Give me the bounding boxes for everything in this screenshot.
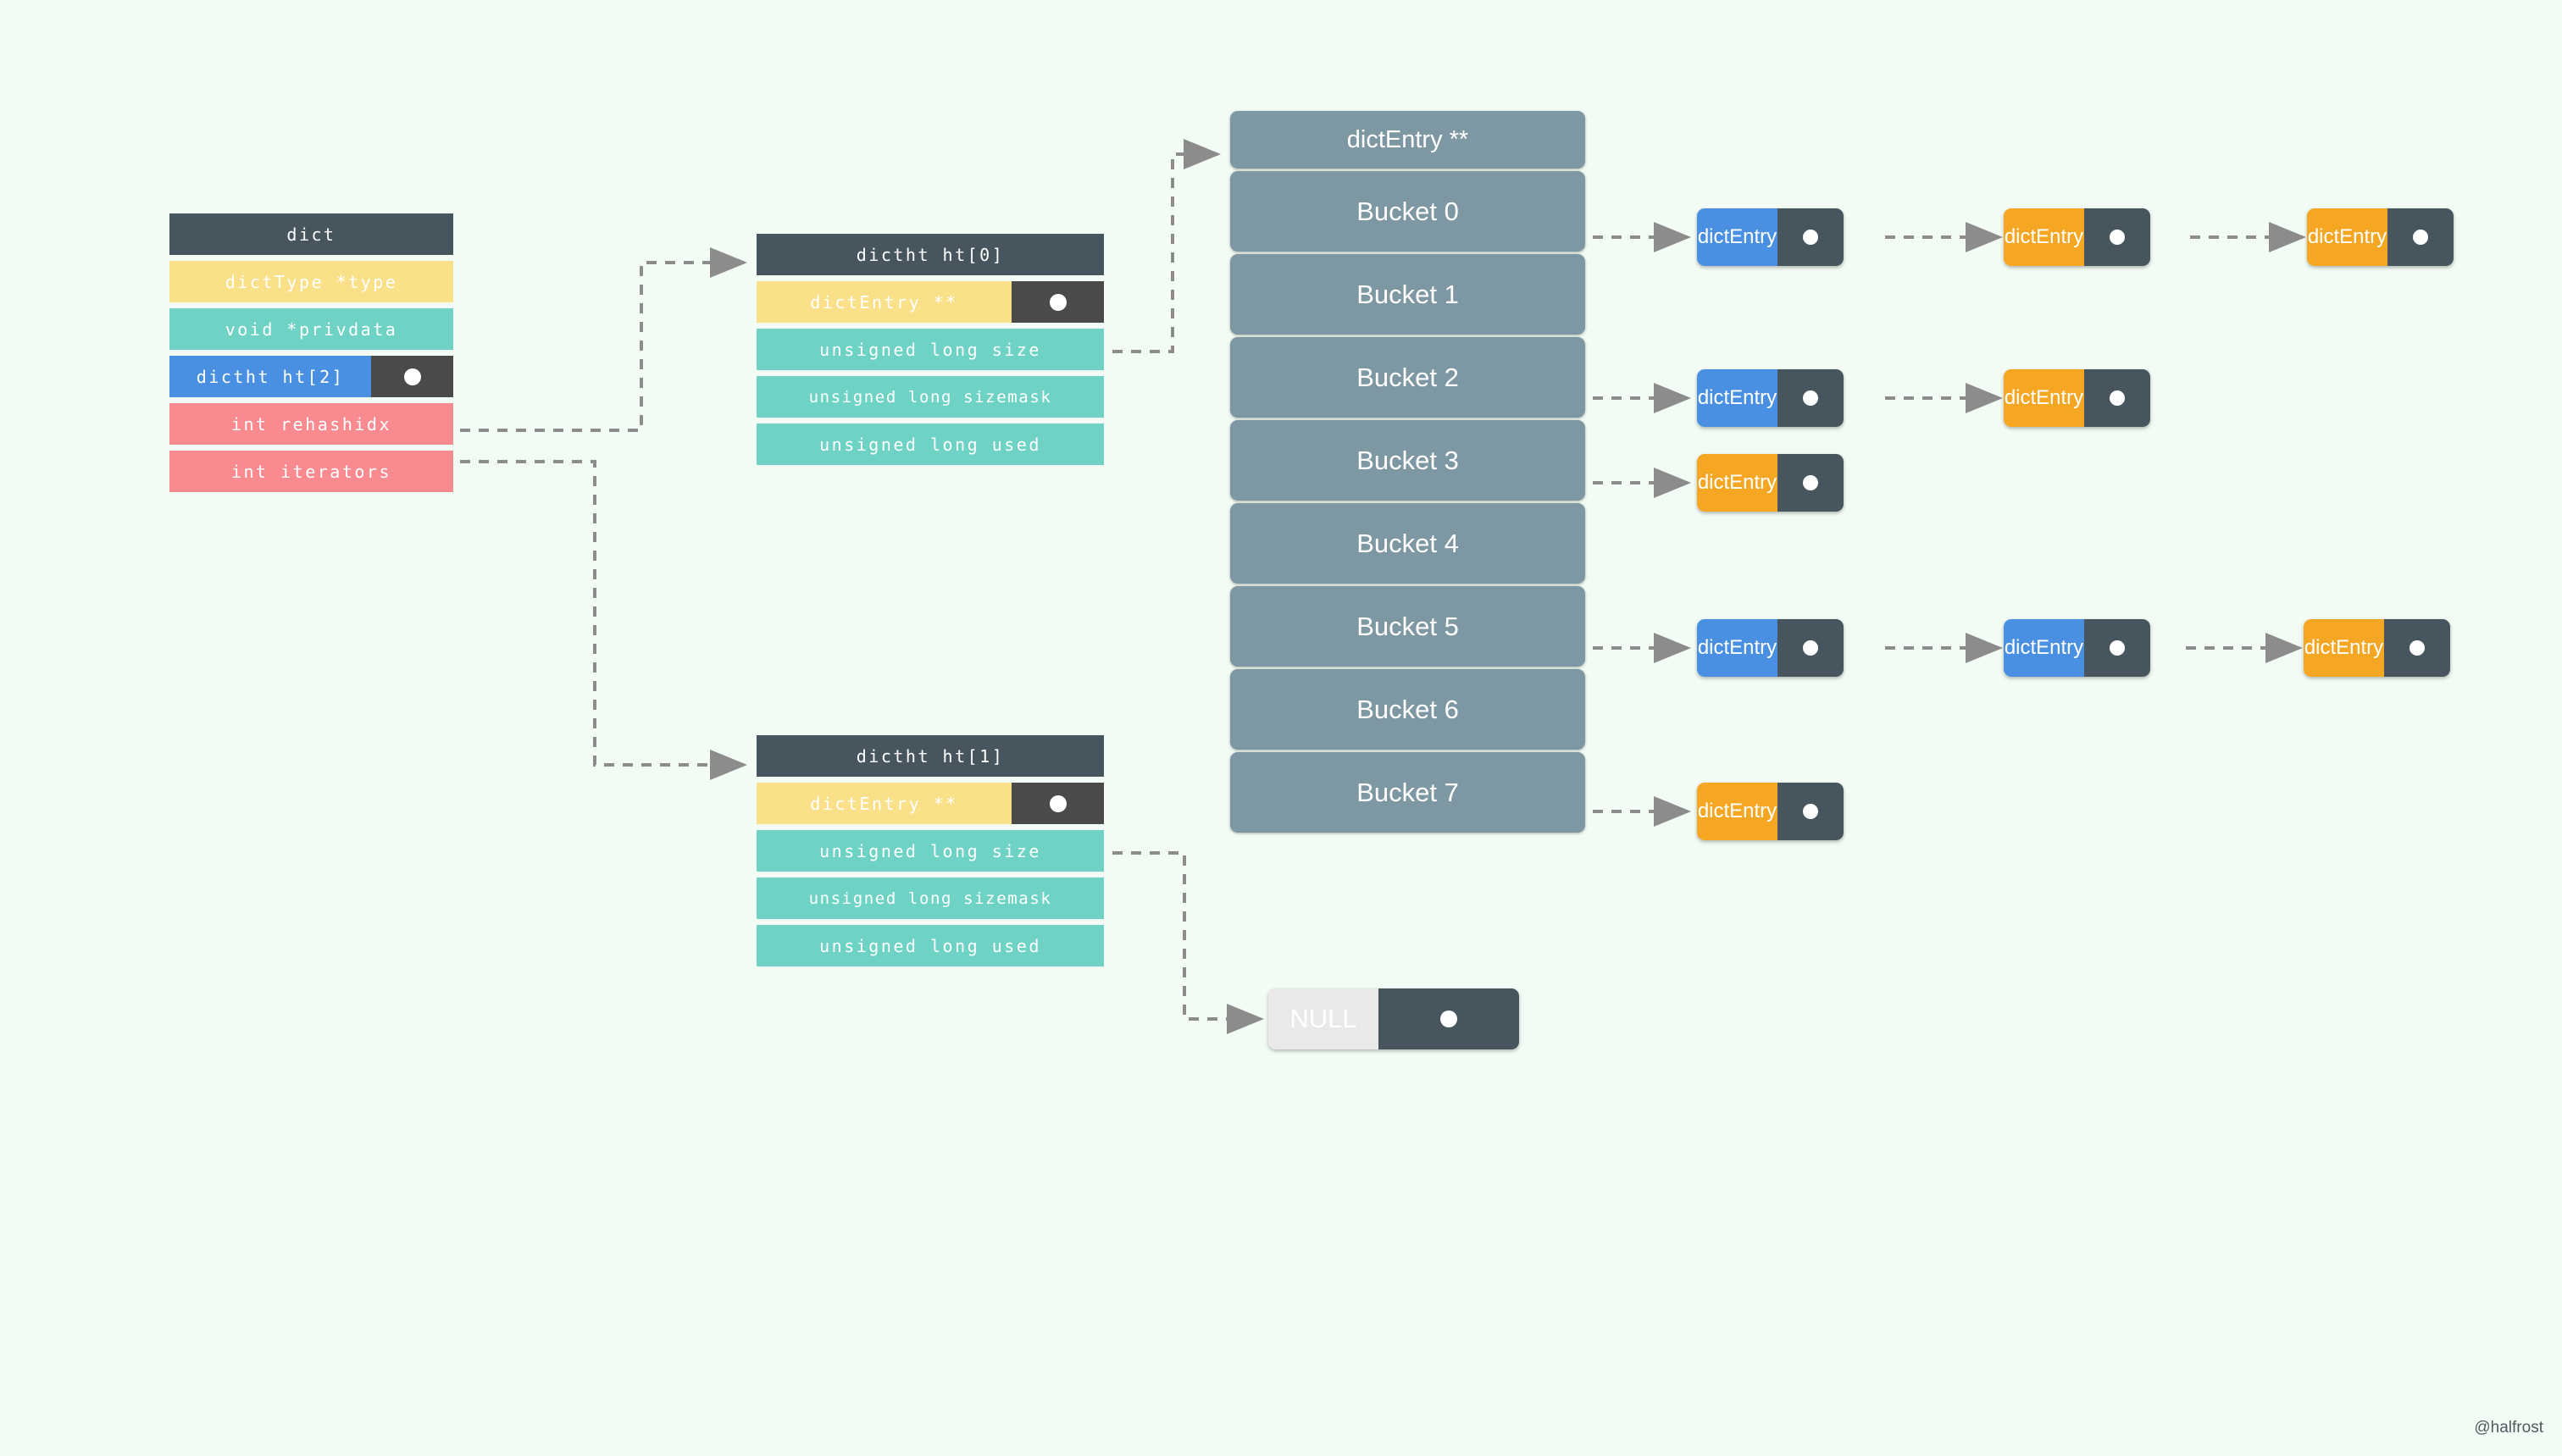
- pointer-dot-icon: [1803, 230, 1818, 245]
- dict-field-ht: dictht ht[2]: [169, 356, 371, 397]
- entry-next-pointer: [2384, 619, 2450, 677]
- pointer-dot-icon: [1049, 293, 1067, 311]
- entry-label: dictEntry: [1697, 783, 1777, 840]
- null-next-pointer: [1378, 988, 1519, 1049]
- entry-next-pointer: [2084, 619, 2150, 677]
- pointer-dot-icon: [2410, 640, 2425, 656]
- entry-b5-n0: dictEntry: [1697, 619, 1844, 677]
- bucket-0: Bucket 0: [1230, 171, 1585, 252]
- dictht0-title: dictht ht[0]: [757, 234, 1104, 275]
- dictht1-field-size: unsigned long size: [757, 830, 1104, 872]
- entry-b5-n1: dictEntry: [2004, 619, 2150, 677]
- dictht1-field-sizemask: unsigned long sizemask: [757, 877, 1104, 919]
- dict-field-type: dictType *type: [169, 261, 453, 302]
- dictht0-field-sizemask: unsigned long sizemask: [757, 376, 1104, 418]
- pointer-dot-icon: [2110, 640, 2125, 656]
- dictht0-field-table-pointer: [1012, 281, 1104, 323]
- bucket-table: dictEntry ** Bucket 0 Bucket 1 Bucket 2 …: [1230, 111, 1585, 833]
- null-label: NULL: [1268, 988, 1378, 1049]
- entry-b7-n0: dictEntry: [1697, 783, 1844, 840]
- pointer-dot-icon: [1049, 794, 1067, 812]
- dict-field-iterators: int iterators: [169, 451, 453, 492]
- bucket-1: Bucket 1: [1230, 254, 1585, 335]
- dictht0-struct: dictht ht[0] dictEntry ** unsigned long …: [757, 234, 1104, 465]
- dictht1-field-table: dictEntry **: [757, 783, 1012, 824]
- dict-field-ht-pointer: [371, 356, 453, 397]
- dict-struct-title: dict: [169, 213, 453, 255]
- bucket-7: Bucket 7: [1230, 752, 1585, 833]
- entry-b3-n0: dictEntry: [1697, 454, 1844, 512]
- dictht0-field-table-row: dictEntry **: [757, 281, 1104, 323]
- pointer-dot-icon: [1803, 804, 1818, 819]
- pointer-dot-icon: [1440, 1010, 1457, 1027]
- pointer-dot-icon: [1803, 640, 1818, 656]
- entry-b5-n2: dictEntry: [2304, 619, 2450, 677]
- pointer-dot-icon: [403, 368, 421, 385]
- dictht0-field-size: unsigned long size: [757, 329, 1104, 370]
- entry-next-pointer: [1777, 454, 1844, 512]
- bucket-6: Bucket 6: [1230, 669, 1585, 750]
- pointer-dot-icon: [2413, 230, 2428, 245]
- entry-label: dictEntry: [2307, 208, 2387, 266]
- dictht1-field-table-row: dictEntry **: [757, 783, 1104, 824]
- entry-label: dictEntry: [2004, 369, 2084, 427]
- watermark: @halfrost: [2474, 1419, 2543, 1437]
- entry-label: dictEntry: [2004, 208, 2084, 266]
- entry-next-pointer: [2387, 208, 2454, 266]
- dictht1-field-used: unsigned long used: [757, 925, 1104, 966]
- entry-label: dictEntry: [2004, 619, 2084, 677]
- entry-next-pointer: [2084, 208, 2150, 266]
- dictht1-field-table-pointer: [1012, 783, 1104, 824]
- bucket-3: Bucket 3: [1230, 420, 1585, 501]
- dictht0-field-table: dictEntry **: [757, 281, 1012, 323]
- entry-next-pointer: [1777, 208, 1844, 266]
- dict-field-rehashidx: int rehashidx: [169, 403, 453, 445]
- entry-b2-n1: dictEntry: [2004, 369, 2150, 427]
- bucket-2: Bucket 2: [1230, 337, 1585, 418]
- entry-label: dictEntry: [1697, 619, 1777, 677]
- pointer-dot-icon: [1803, 390, 1818, 406]
- bucket-table-header: dictEntry **: [1230, 111, 1585, 169]
- pointer-dot-icon: [1803, 475, 1818, 490]
- bucket-4: Bucket 4: [1230, 503, 1585, 584]
- entry-next-pointer: [1777, 619, 1844, 677]
- entry-next-pointer: [2084, 369, 2150, 427]
- entry-label: dictEntry: [1697, 208, 1777, 266]
- dict-field-privdata: void *privdata: [169, 308, 453, 350]
- entry-label: dictEntry: [1697, 454, 1777, 512]
- dictht1-title: dictht ht[1]: [757, 735, 1104, 777]
- dict-field-ht-row: dictht ht[2]: [169, 356, 453, 397]
- dict-struct: dict dictType *type void *privdata dicth…: [169, 213, 453, 492]
- wire-ht0-to-buckets: [1112, 139, 1221, 353]
- null-node: NULL: [1268, 988, 1519, 1049]
- entry-b0-n0: dictEntry: [1697, 208, 1844, 266]
- entry-next-pointer: [1777, 369, 1844, 427]
- pointer-dot-icon: [2110, 390, 2125, 406]
- entry-next-pointer: [1777, 783, 1844, 840]
- dictht1-struct: dictht ht[1] dictEntry ** unsigned long …: [757, 735, 1104, 966]
- wire-ht1-to-null: [1112, 851, 1264, 1034]
- entry-b2-n0: dictEntry: [1697, 369, 1844, 427]
- entry-label: dictEntry: [2304, 619, 2384, 677]
- entry-b0-n2: dictEntry: [2307, 208, 2454, 266]
- wire-dict-to-ht1: [460, 460, 747, 780]
- entry-b0-n1: dictEntry: [2004, 208, 2150, 266]
- pointer-dot-icon: [2110, 230, 2125, 245]
- bucket-5: Bucket 5: [1230, 586, 1585, 667]
- dictht0-field-used: unsigned long used: [757, 424, 1104, 465]
- entry-label: dictEntry: [1697, 369, 1777, 427]
- wire-dict-to-ht0: [460, 247, 747, 432]
